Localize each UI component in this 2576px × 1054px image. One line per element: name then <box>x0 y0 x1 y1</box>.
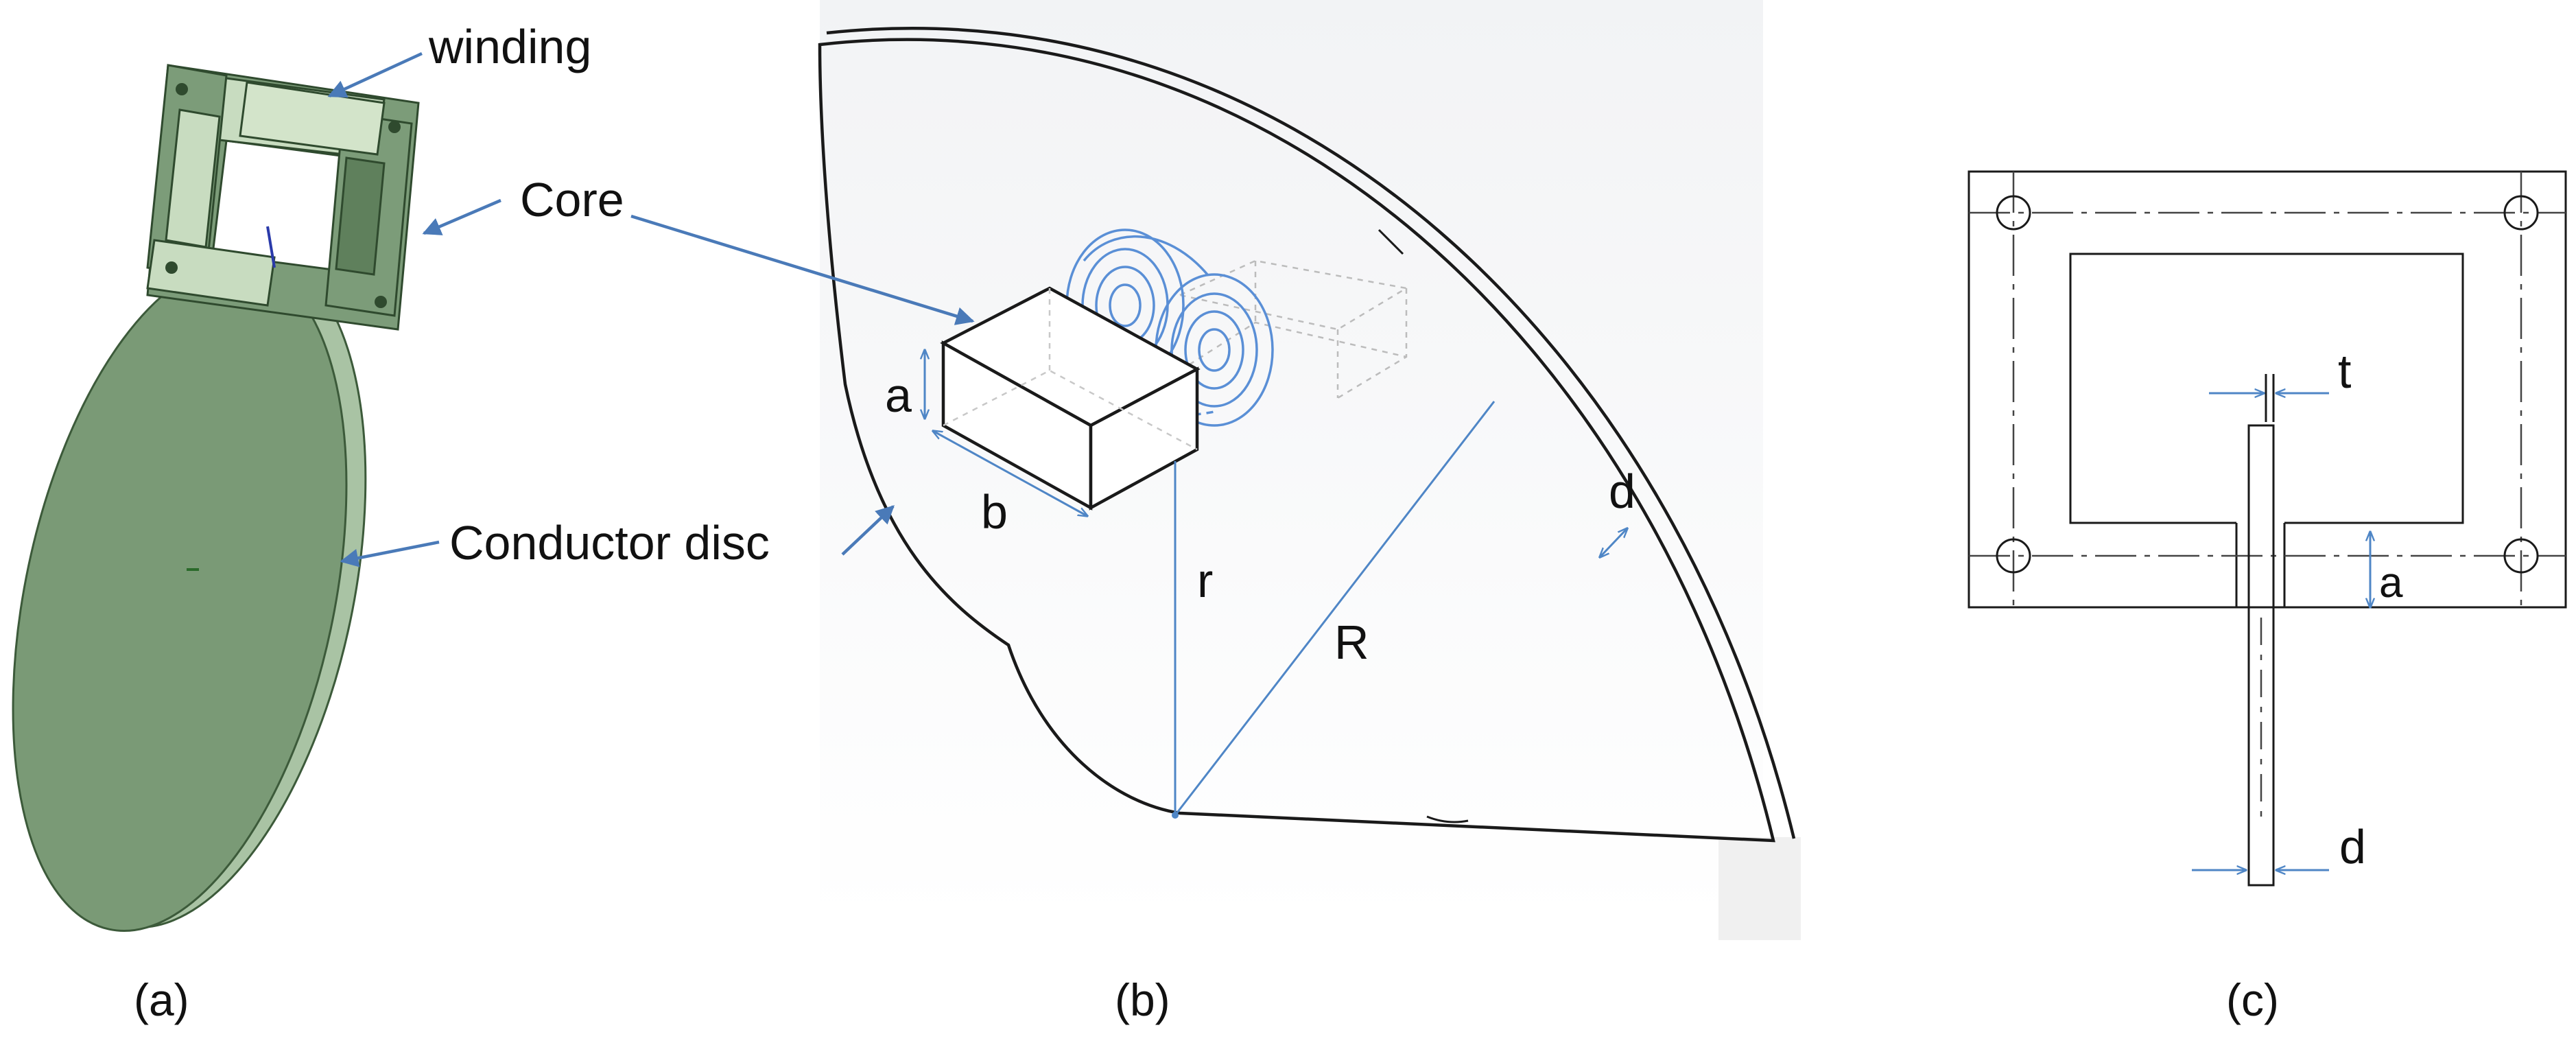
panel-c: t a d (c) <box>1968 170 2567 1025</box>
caption-a: (a) <box>134 974 189 1025</box>
caption-b: (b) <box>1115 974 1170 1025</box>
core-arrow <box>422 198 501 235</box>
panel-a: winding Core Conductor disc (a) <box>12 20 770 1025</box>
rim-tab <box>1378 229 1404 255</box>
bottom-notch <box>1426 815 1469 823</box>
label-core: Core <box>520 173 624 226</box>
dim-d-b <box>1600 528 1627 557</box>
label-a-b: a <box>885 368 912 422</box>
label-d-b: d <box>1609 465 1635 518</box>
disc-arrow <box>340 540 440 567</box>
dim-b <box>933 431 1087 516</box>
label-R: R <box>1334 616 1369 669</box>
label-conductor-disc: Conductor disc <box>449 516 770 570</box>
dim-R-line <box>1174 401 1496 816</box>
disc-sector-outline <box>818 38 1775 843</box>
label-d-c: d <box>2339 820 2366 874</box>
panel-b-corner-patch <box>1718 837 1801 940</box>
bolt-holes <box>1996 195 2539 574</box>
label-r: r <box>1197 554 1213 607</box>
panel-b: a b r R d (b) <box>630 0 1801 1025</box>
disc-rim-inner <box>826 26 1796 839</box>
core-shape <box>146 64 420 331</box>
disc-strip <box>2247 424 2275 887</box>
core-link-arrow <box>630 214 975 325</box>
label-t: t <box>2338 344 2351 398</box>
core-inner-window <box>2069 253 2464 524</box>
disc-link-arrow <box>841 505 895 556</box>
label-winding: winding <box>428 20 591 73</box>
label-b: b <box>981 485 1008 539</box>
label-a-c: a <box>2379 559 2403 607</box>
panel-b-background <box>820 0 1763 923</box>
caption-c: (c) <box>2226 974 2279 1025</box>
winding-arrow <box>327 51 423 98</box>
core-outer-frame <box>1968 170 2567 609</box>
